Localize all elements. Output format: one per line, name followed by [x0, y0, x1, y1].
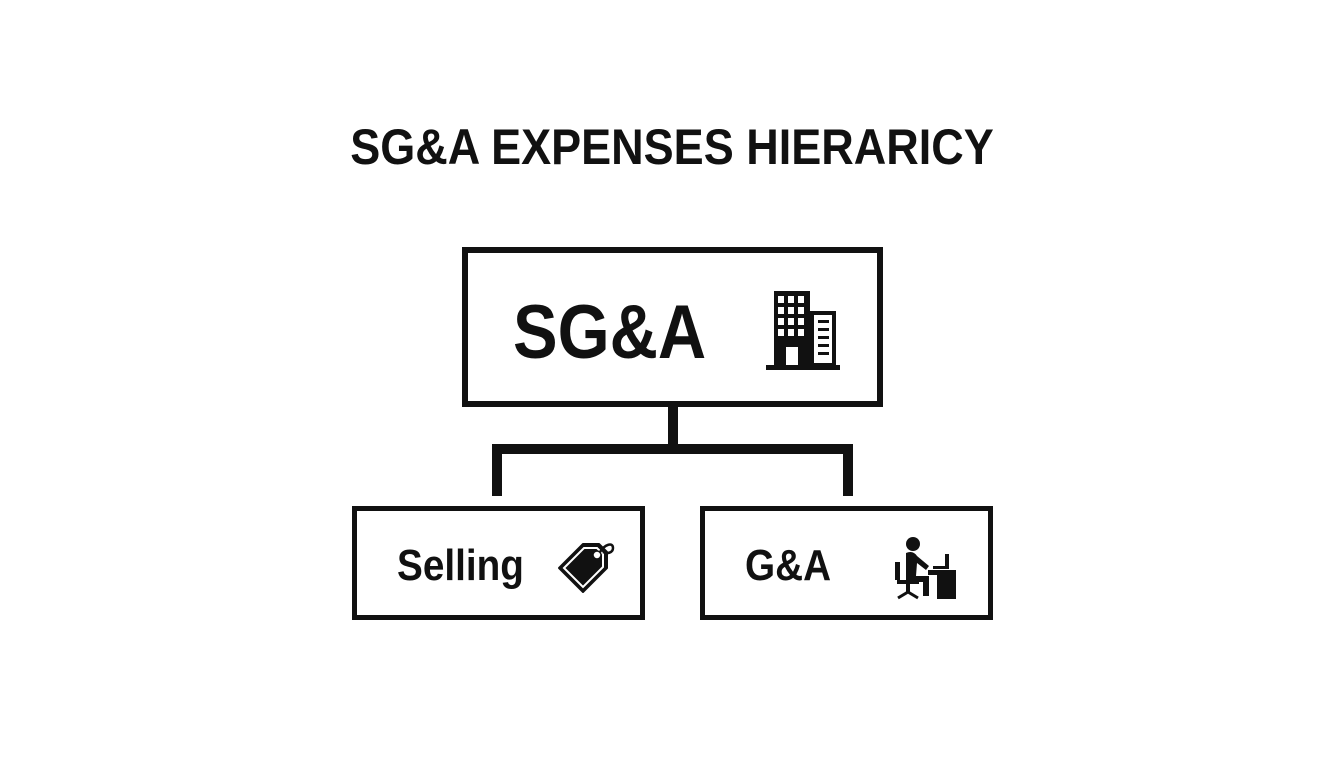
child-node-label: Selling	[397, 541, 524, 590]
price-tag-icon	[558, 543, 615, 593]
child-node-selling: Selling	[352, 506, 645, 620]
person-at-desk-icon	[895, 537, 956, 600]
office-building-icon	[766, 291, 840, 370]
child-node-label: G&A	[745, 541, 832, 590]
child-node-ga: G&A	[700, 506, 993, 620]
diagram-title: SG&A EXPENSES HIERARICY	[350, 119, 994, 175]
root-node-label: SG&A	[513, 290, 707, 375]
root-node-sga: SG&A	[462, 247, 883, 407]
